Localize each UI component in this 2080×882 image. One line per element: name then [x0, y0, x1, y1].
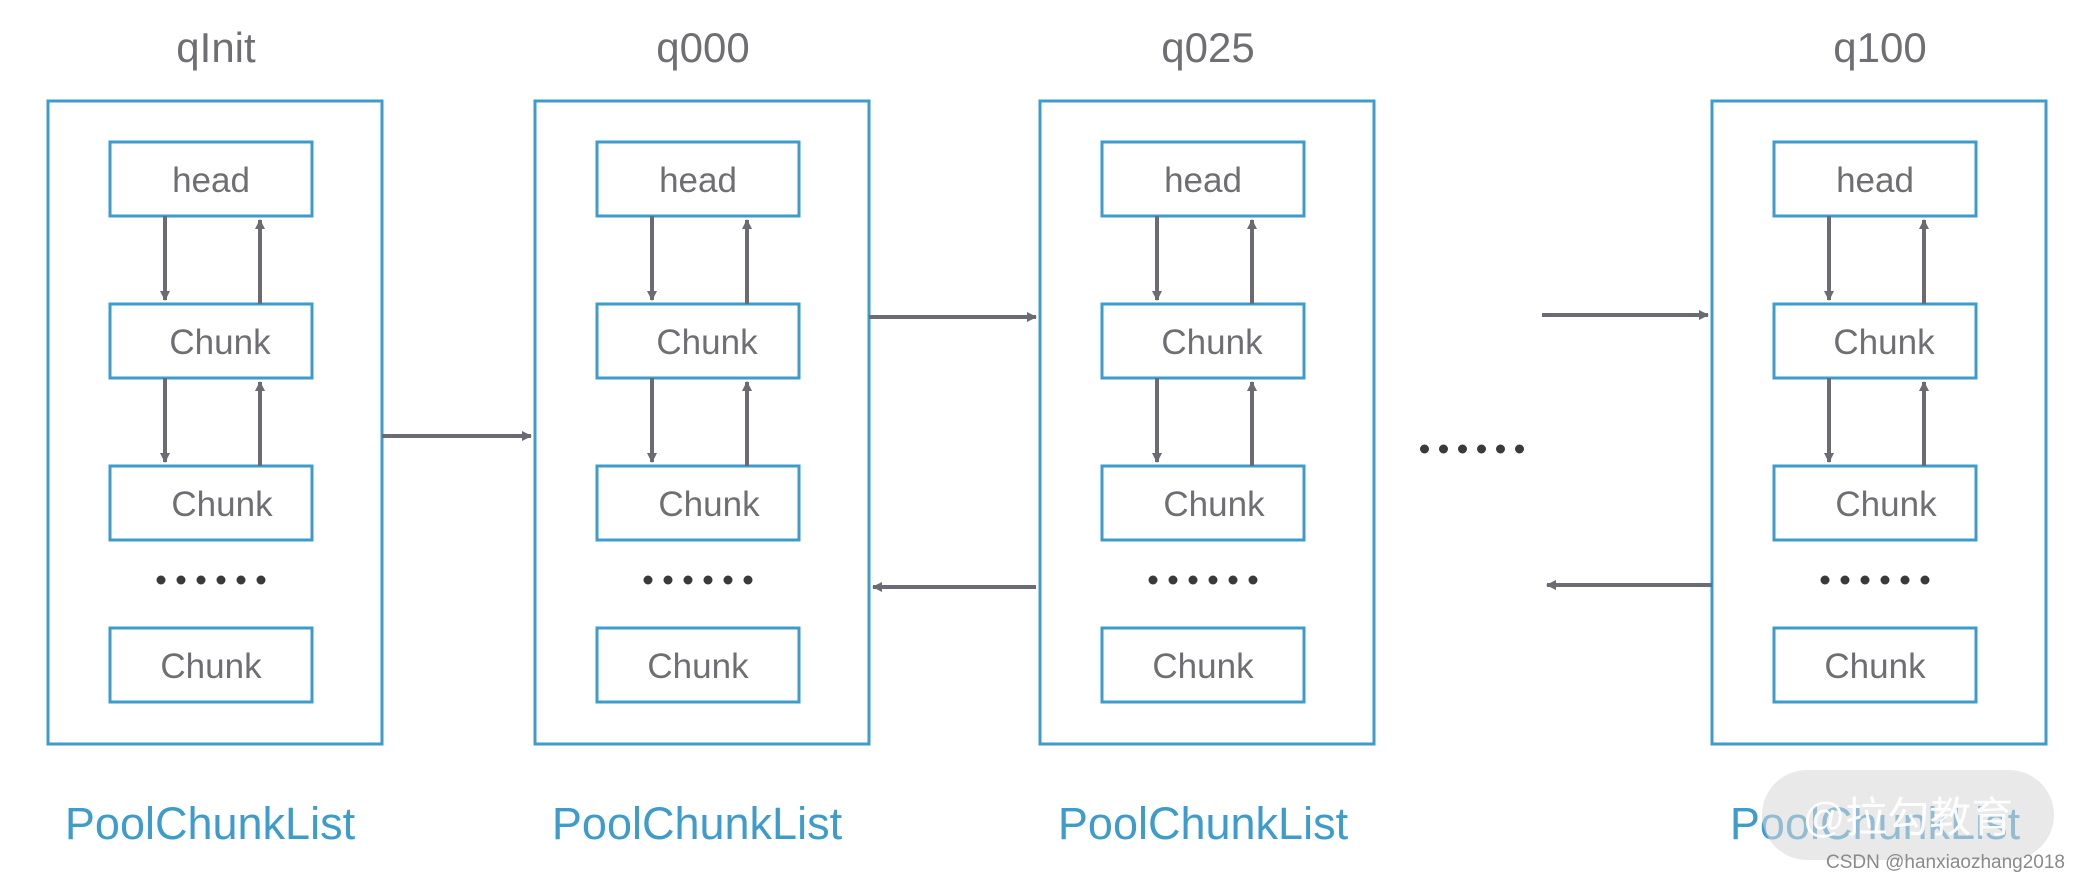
node-label: Chunk [1163, 485, 1265, 524]
node-label: Chunk [1835, 485, 1937, 524]
node-box [1772, 626, 1978, 704]
dot [1920, 575, 1930, 585]
node-box [595, 140, 801, 218]
dot [1900, 575, 1910, 585]
node-box [108, 140, 314, 218]
title-qinit: qInit [176, 24, 256, 71]
dot [256, 575, 266, 585]
gap-ellipsis [1420, 444, 1524, 454]
node-box [108, 464, 314, 542]
node-box [1100, 140, 1306, 218]
watermark-text: @拉勾教育 [1802, 794, 2014, 841]
dot [176, 575, 186, 585]
node-label: Chunk [1833, 323, 1935, 362]
node-label: Chunk [160, 647, 262, 686]
node-box [1100, 464, 1306, 542]
node-ellipsis [156, 575, 266, 585]
dot [643, 575, 653, 585]
dot [1820, 575, 1830, 585]
dot [1228, 575, 1238, 585]
node-box [1100, 626, 1306, 704]
node-box [595, 626, 801, 704]
dot [1439, 444, 1448, 454]
list-box-q100 [1710, 99, 2048, 746]
dot [236, 575, 246, 585]
dot [1840, 575, 1850, 585]
node-label: Chunk [656, 323, 758, 362]
dot [743, 575, 753, 585]
node-label: Chunk [1152, 647, 1254, 686]
node-box [595, 464, 801, 542]
node-label: head [1164, 161, 1242, 200]
dot [723, 575, 733, 585]
node-box [1772, 140, 1978, 218]
dot [1188, 575, 1198, 585]
dot [683, 575, 693, 585]
node-box [595, 302, 801, 380]
list-box-q025 [1038, 99, 1376, 746]
dot [703, 575, 713, 585]
node-label: Chunk [647, 647, 749, 686]
dot [1420, 444, 1429, 454]
credit-text: CSDN @hanxiaozhang2018 [1826, 852, 2065, 873]
dot [1458, 444, 1467, 454]
dot [1477, 444, 1486, 454]
label-qinit: PoolChunkList [64, 798, 356, 849]
node-ellipsis [1148, 575, 1258, 585]
node-box [1772, 302, 1978, 380]
watermark-pill [1762, 770, 2054, 860]
node-label: Chunk [169, 323, 271, 362]
dot [196, 575, 206, 585]
label-q000: PoolChunkList [551, 798, 843, 849]
title-q025: q025 [1161, 24, 1255, 71]
dot [216, 575, 226, 585]
title-q100: q100 [1833, 24, 1927, 71]
node-label: Chunk [658, 485, 760, 524]
node-box [1100, 302, 1306, 380]
dot [663, 575, 673, 585]
dot [1515, 444, 1524, 454]
node-label: Chunk [1161, 323, 1263, 362]
dot [1148, 575, 1158, 585]
node-label: Chunk [171, 485, 273, 524]
list-box-qinit [46, 99, 384, 746]
node-ellipsis [1820, 575, 1930, 585]
node-label: Chunk [1824, 647, 1926, 686]
node-box [108, 626, 314, 704]
list-box-q000 [533, 99, 871, 746]
node-box [1772, 464, 1978, 542]
dot [1860, 575, 1870, 585]
node-label: head [172, 161, 250, 200]
node-ellipsis [643, 575, 753, 585]
node-box [108, 302, 314, 380]
label-q025: PoolChunkList [1057, 798, 1349, 849]
dot [1208, 575, 1218, 585]
dot [1248, 575, 1258, 585]
node-label: head [659, 161, 737, 200]
dot [1880, 575, 1890, 585]
node-label: head [1836, 161, 1914, 200]
title-q000: q000 [656, 24, 750, 71]
dot [1496, 444, 1505, 454]
dot [156, 575, 166, 585]
dot [1168, 575, 1178, 585]
